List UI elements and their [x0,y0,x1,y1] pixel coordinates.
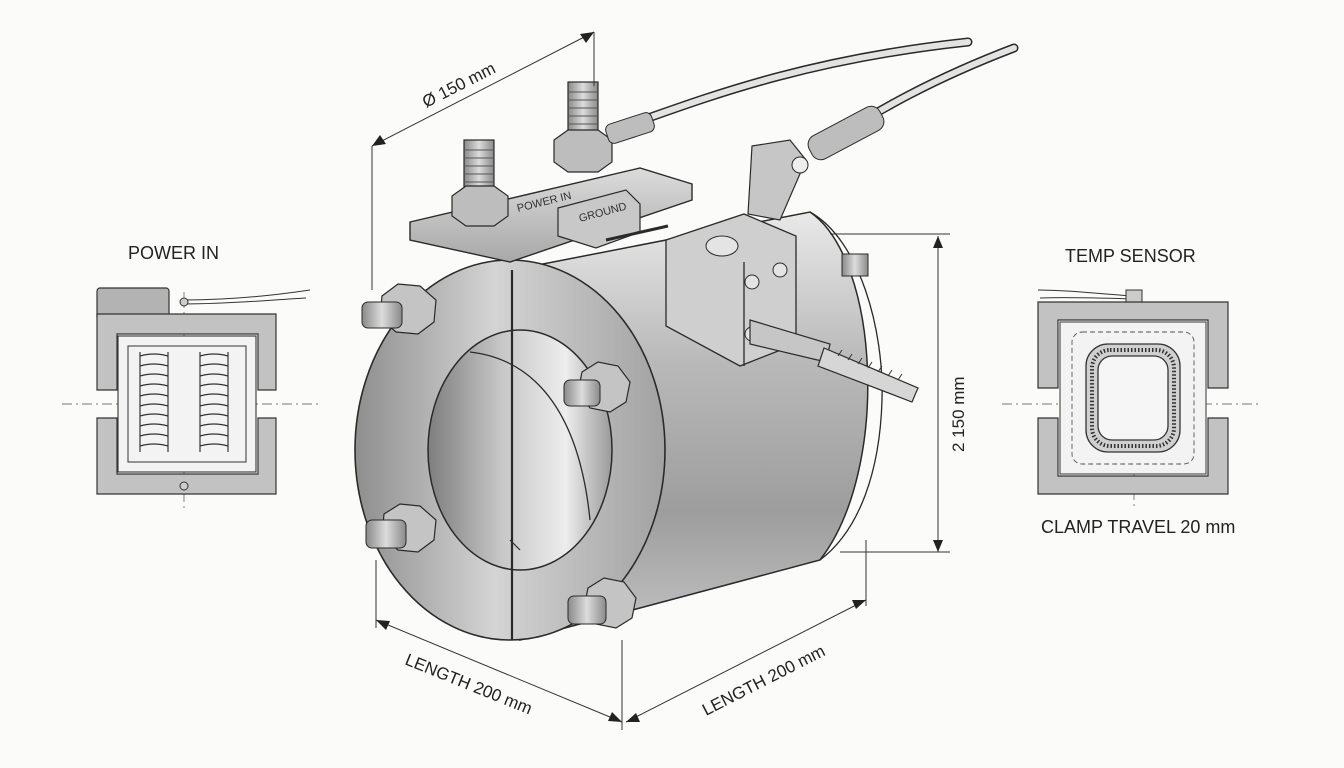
ground-rod [605,224,669,242]
power-stud-right [553,81,613,173]
power-cable-outline [615,37,973,133]
temp-sensor-label: TEMP SENSOR [1065,246,1196,266]
lead-wire-bottom [183,297,307,305]
housing-upper-half [1037,301,1229,389]
height-dim-label: 2 150 mm [949,376,968,452]
housing-upper-half [96,313,277,391]
clamp-lever [747,139,807,221]
face-bolt-center [563,361,631,413]
probe-thread [837,349,903,381]
temp-probe [817,347,919,403]
coil-bay [127,345,247,463]
split-line-lower [509,539,521,551]
clamp-travel-label: CLAMP TRAVEL 20 mm [1041,517,1235,537]
power-stud-left [451,139,509,227]
face-bolt-top-left [361,283,437,335]
lever-pivot [791,156,809,174]
bore-highlight [469,351,591,521]
back-rim [809,211,883,561]
housing-lower-half [96,417,277,495]
power-in-label: POWER IN [128,243,219,263]
clamp-screw-1 [744,274,760,290]
coil-winding [1090,348,1176,448]
lead-wire-top [183,289,311,301]
wire-gland [179,297,189,307]
coil-ring-inner [1097,355,1169,441]
bore [427,329,613,571]
ground-stud [179,481,189,491]
sensor-probe-head [1125,289,1143,303]
clamp-screw-2 [772,262,788,278]
dimension-height: 2 150 mm [830,233,968,553]
power-in-detail: POWER IN [62,243,318,512]
length-left-dim-label: LENGTH 200 mm [403,650,535,718]
sensor-cable-boot [807,105,885,161]
heater-band-assembly: POWER IN GROUND [354,37,1019,641]
temp-sensor-detail: TEMP SENSOR CLAMP TRAVEL 20 mm [1002,246,1260,537]
clamp-travel-envelope [1071,331,1195,465]
side-stud [841,253,869,277]
face-bolt-bottom-left [365,503,437,553]
clamp-button [705,235,739,257]
length-right-dim-label: LENGTH 200 mm [699,641,828,719]
power-cable [617,39,971,131]
diameter-dim-label: Ø 150 mm [419,59,498,112]
housing-lower-half [1037,417,1229,495]
sensor-wire-a [1037,289,1135,297]
inner-frame [117,335,257,473]
heating-coil-right [199,352,229,452]
power-cable-boot [605,112,655,144]
sensor-wire-b [1039,297,1135,300]
face-bolt-bottom-center [567,577,637,629]
heating-coil-left [139,352,169,452]
